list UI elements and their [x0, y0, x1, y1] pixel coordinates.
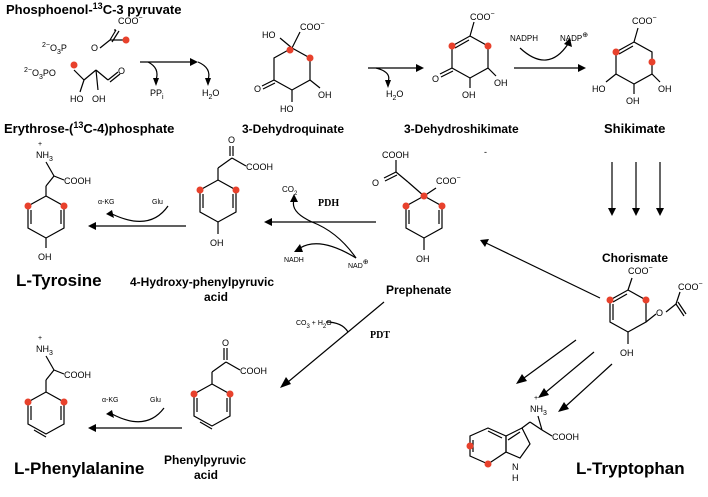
hpp-label-2: acid [204, 290, 228, 304]
prephenate-structure: COOH O COO− OH [372, 150, 461, 264]
e4p-structure: 2−O3PO O HO OH [24, 61, 125, 104]
svg-text:OH: OH [494, 78, 508, 88]
svg-text:N: N [512, 462, 519, 472]
arrow-pdt: PDT CO3 + H2O [280, 301, 390, 388]
dhs-structure: COO− O OH OH [432, 11, 508, 100]
arrow-chorismate-to-prephenate [480, 239, 601, 299]
arrows-chorismate-to-tryptophan [516, 339, 613, 412]
akg-label-1: α-KG [98, 199, 115, 206]
tryptophan-structure: + NH3 COOH N H [466, 395, 579, 483]
h2o-label-2: H2O [386, 89, 403, 102]
svg-text:COO−: COO− [632, 15, 657, 26]
tyrosine-label: L-Tyrosine [16, 271, 102, 290]
svg-text:COOH: COOH [552, 432, 579, 442]
svg-text:OH: OH [92, 94, 106, 104]
phenylalanine-structure: + NH3 COOH [24, 335, 91, 438]
svg-text:COOH: COOH [246, 162, 273, 172]
svg-text:+: + [38, 141, 42, 148]
svg-text:NH3: NH3 [36, 150, 53, 163]
arrow-pep-to-dhq: PPi H2O [140, 58, 219, 101]
chorismate-structure: COO− OH O COO− [606, 265, 703, 358]
svg-text:OH: OH [620, 348, 634, 358]
svg-text:2−O3P: 2−O3P [42, 42, 67, 56]
glu-label-1: Glu [152, 199, 163, 206]
shikimate-structure: COO− HO OH OH [592, 15, 672, 106]
h2o-label-1: H2O [202, 88, 219, 101]
svg-text:OH: OH [38, 252, 52, 262]
svg-text:HO: HO [280, 104, 294, 114]
svg-text:NH3: NH3 [530, 404, 547, 417]
co3-h2o-label: CO3 + H2O [296, 320, 332, 330]
pep-label: Phosphoenol-13C-3 pyruvate [6, 1, 181, 17]
svg-text:OH: OH [210, 238, 224, 248]
pp-label-1: Phenylpyruvic [164, 453, 246, 467]
svg-text:HO: HO [70, 94, 84, 104]
svg-text:O: O [91, 43, 98, 53]
tyrosine-structure: + NH3 COOH OH [24, 141, 91, 262]
svg-text:O: O [118, 66, 125, 76]
svg-text:O: O [254, 84, 261, 94]
pp-label-2: acid [194, 468, 218, 482]
prephenate-label: Prephenate [386, 283, 452, 297]
hpp-label-1: 4-Hydroxy-phenylpyruvic [130, 275, 274, 289]
svg-text:COO−: COO− [118, 15, 143, 26]
arrow-hpp-to-tyrosine: α-KG Glu [88, 199, 186, 230]
pdt-label: PDT [370, 330, 390, 341]
svg-text:+: + [38, 335, 42, 342]
svg-text:COOH: COOH [64, 370, 91, 380]
dhs-label: 3-Dehydroshikimate [404, 122, 519, 136]
svg-text:NH3: NH3 [36, 344, 53, 357]
svg-text:2−O3PO: 2−O3PO [24, 67, 56, 81]
chorismate-label: Chorismate [602, 251, 668, 265]
svg-text:O: O [228, 135, 235, 145]
svg-text:COO−: COO− [628, 265, 653, 276]
glu-label-2: Glu [150, 397, 161, 404]
e4p-label: Erythrose-(13C-4)phosphate [4, 120, 174, 136]
svg-text:OH: OH [318, 90, 332, 100]
nad-label: NAD⊕ [348, 259, 369, 270]
svg-text:HO: HO [592, 84, 606, 94]
akg-label-2: α-KG [102, 397, 119, 404]
svg-text:O: O [372, 178, 379, 188]
co2-label: CO2 [282, 185, 298, 197]
svg-text:COO−: COO− [678, 281, 703, 292]
svg-text:OH: OH [416, 254, 430, 264]
nadp-label: NADP⊕ [560, 32, 588, 43]
svg-text:COO−: COO− [300, 21, 325, 32]
svg-text:H: H [512, 473, 519, 483]
svg-text:O: O [432, 74, 439, 84]
tryptophan-label: L-Tryptophan [576, 459, 685, 478]
phenylalanine-label: L-Phenylalanine [14, 459, 144, 478]
svg-text:COOH: COOH [382, 150, 409, 160]
svg-text:OH: OH [658, 84, 672, 94]
nadh-label: NADH [284, 257, 304, 264]
pep-structure: 2−O3P O COO− [42, 15, 143, 56]
phenylpyruvate-structure: O COOH [190, 338, 267, 430]
ppi-label: PPi [150, 88, 164, 101]
arrows-shikimate-to-chorismate [608, 162, 664, 216]
svg-text:+: + [534, 395, 538, 402]
svg-text:O: O [222, 338, 229, 348]
arrow-pp-to-phenylalanine: α-KG Glu [88, 397, 182, 432]
svg-text:COOH: COOH [240, 366, 267, 376]
svg-text:OH: OH [462, 90, 476, 100]
svg-text:COOH: COOH [64, 176, 91, 186]
pdh-label: PDH [318, 198, 339, 209]
svg-text:HO: HO [262, 30, 276, 40]
dhq-structure: COO− HO O HO OH [254, 21, 332, 114]
hpp-structure: O COOH OH [196, 135, 273, 248]
svg-text:COO−: COO− [436, 175, 461, 186]
nadph-label: NADPH [510, 34, 538, 43]
svg-text:OH: OH [626, 96, 640, 106]
arrow-pdh: PDH CO2 NADH NAD⊕ [264, 185, 376, 270]
stray-dash: - [484, 147, 487, 157]
shikimate-label: Shikimate [604, 121, 665, 136]
arrow-dhq-to-dhs: H2O [368, 64, 424, 102]
svg-text:COO−: COO− [470, 11, 495, 22]
svg-text:O: O [656, 308, 663, 318]
dhq-label: 3-Dehydroquinate [242, 122, 344, 136]
arrow-dhs-to-shikimate: NADPH NADP⊕ [510, 32, 588, 72]
